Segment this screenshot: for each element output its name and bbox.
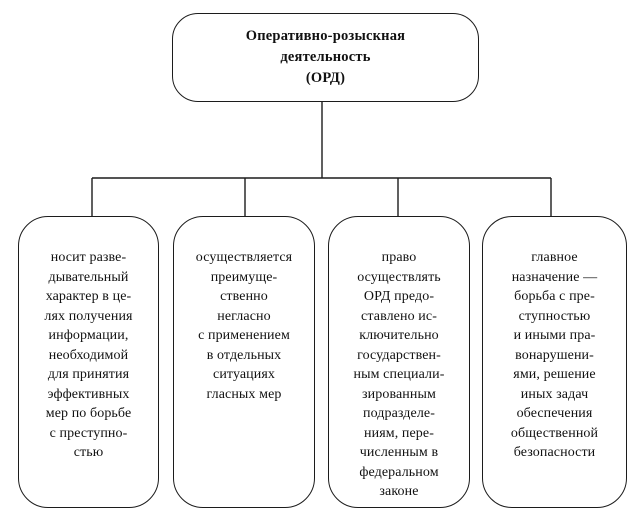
- child-node-text: осуществляется преимуще- ственно негласн…: [195, 250, 293, 402]
- child-node-main-purpose: главное назначение — борьба с пре- ступн…: [482, 216, 627, 508]
- child-node-text: носит разве- дывательный характер в це- …: [44, 250, 133, 460]
- child-node-text: право осуществлять ОРД предо- ставлено и…: [353, 250, 445, 499]
- root-node-ord: Оперативно-розыскная деятельность (ОРД): [172, 13, 479, 102]
- root-node-title: Оперативно-розыскная деятельность (ОРД): [245, 28, 406, 86]
- child-node-authorized-units: право осуществлять ОРД предо- ставлено и…: [328, 216, 470, 508]
- child-node-text: главное назначение — борьба с пре- ступн…: [510, 250, 599, 460]
- child-node-intelligence-character: носит разве- дывательный характер в це- …: [18, 216, 159, 508]
- child-node-covert-methods: осуществляется преимуще- ственно негласн…: [173, 216, 315, 508]
